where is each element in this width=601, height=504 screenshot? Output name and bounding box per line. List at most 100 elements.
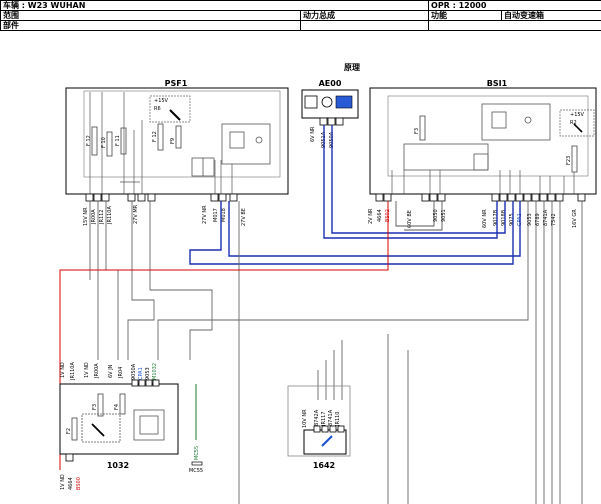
c1642-connector-pins: [313, 425, 345, 433]
wire-label: JR110: [335, 412, 341, 428]
bsi1-label: BSI1: [487, 79, 508, 88]
wire-label: M017: [213, 208, 219, 222]
c1032-connector-labels: 1V ND JR110A 1V ND JR00A 6V JN JR04 9050…: [60, 362, 158, 381]
psf1-fuses: [91, 123, 182, 157]
fuse-label: F 11: [115, 135, 121, 146]
relay-label: R2: [570, 120, 577, 126]
wire-label: CPA1: [138, 367, 144, 380]
c1032-fuse-labels: F2 F3 F4: [66, 404, 120, 434]
component-label: 部件: [0, 20, 301, 31]
grey-wires: [395, 201, 443, 231]
psf1-fuse-labels: F 12 F 10 F 11 F 12 F9: [86, 131, 176, 148]
c1032-fuses: [71, 393, 126, 441]
psf1-relay: +15V R6: [149, 95, 191, 123]
c1642-connector-labels: 10V NR 8742A JR117 8741A JR110: [302, 409, 341, 428]
connector-label: 27V MR: [133, 204, 139, 224]
wire-label: 6789: [535, 213, 541, 226]
psf1-box: [65, 87, 289, 195]
wire-label: 8742A: [314, 409, 320, 426]
component-value: [299, 20, 430, 31]
bsi1-box: [369, 87, 597, 195]
psf1-inner: [83, 90, 281, 178]
wire-label: 9053: [527, 213, 533, 226]
connector-label: 1V ND: [84, 362, 90, 378]
wire-label: M1032: [152, 363, 158, 380]
connector-label: 2V NR: [368, 208, 374, 224]
harness-wires: [89, 201, 583, 504]
function-label: 功能: [428, 10, 503, 21]
ae00-label: AE00: [319, 79, 342, 88]
connector-label: 16V GR: [572, 209, 578, 228]
bsi1-relay: +15V R2: [559, 109, 595, 137]
connector-label: 1V ND: [60, 362, 66, 378]
component-extra: [428, 20, 601, 31]
relay-label: R6: [154, 106, 161, 112]
connector-label: 27V BE: [241, 208, 247, 226]
c1642-frame: [287, 385, 351, 457]
wire-label: 8741A: [543, 209, 549, 226]
psf1-label: PSF1: [165, 79, 188, 88]
vehicle-cell: 车辆 : W23 WUHAN: [0, 0, 430, 11]
ae00-connector-pins: [319, 117, 344, 126]
wire-label: 4664: [377, 209, 383, 222]
c1032-connector-pins: [65, 379, 160, 462]
fuse-label: F3: [92, 404, 98, 410]
connector-label: 60V NR: [482, 209, 488, 228]
wire-label: 9053: [145, 367, 151, 380]
wire-label: BS00: [76, 477, 82, 490]
psf1-connector-pins: [85, 193, 238, 202]
fuse-label: F 10: [101, 137, 107, 148]
connector-label: 60V BE: [407, 210, 413, 228]
c1032-label: 1032: [107, 461, 129, 470]
connector-label: 27V NR: [202, 205, 208, 224]
fuse-label: F 12: [86, 135, 92, 146]
function-value: 自动变速箱: [501, 10, 601, 21]
mc55-ground: [191, 461, 203, 466]
connector-label: 10V NR: [302, 409, 308, 428]
psf1-internal-wires: [89, 92, 233, 194]
c1032-module: [81, 409, 165, 443]
mc55-caption: MC55: [189, 468, 203, 474]
diagram-title: 原理: [344, 63, 360, 72]
gauge-icon: [321, 96, 333, 108]
fuse-label: F4: [114, 404, 120, 410]
bsi1-connector-labels: 2V NR 4664 BS02 60V BE 9050 9051 60V NR …: [368, 208, 578, 228]
opr-cell: OPR : 12000: [428, 0, 601, 11]
wire-label: 1V ND: [60, 474, 66, 490]
wire-label: JR00A: [94, 363, 100, 379]
wire-label: 9051: [441, 209, 447, 222]
connector-label: 6V NR: [310, 126, 316, 142]
fuse-label: F9: [170, 138, 176, 144]
wire-label: JR117: [321, 412, 327, 428]
fuse-label: F 12: [152, 131, 158, 142]
connector-label: 15V NR: [83, 207, 89, 226]
bsi1-connector-pins: [375, 193, 586, 202]
bsi1-fuse-labels: F3 F23: [414, 128, 572, 165]
display-icon: [304, 95, 318, 109]
wire-label: 7542: [551, 213, 557, 226]
bsi1-fuses: [419, 115, 578, 173]
wire-label: JR00A: [91, 209, 97, 225]
wire-label: 9050: [433, 209, 439, 222]
wiring-diagram: 原理 PSF1 F 12 F 10 F 11 F 12 F9 +15V R6: [59, 63, 597, 504]
wire-label: 8741A: [328, 409, 334, 426]
blue-wires: [189, 125, 521, 265]
c1642-switch: [321, 435, 333, 447]
psf1-module: [191, 123, 271, 177]
wire-label: M018: [221, 208, 227, 222]
car-icon: [335, 95, 353, 109]
fuse-label: F2: [66, 428, 72, 434]
relay-label: +15V: [570, 112, 585, 118]
bsi1-module: [403, 103, 551, 171]
c1642-wires: [317, 340, 343, 400]
relay-label: +15V: [154, 98, 169, 104]
wire-label: JR110A: [107, 206, 113, 225]
fuse-label: F3: [414, 128, 420, 134]
scope-value: 动力总成: [299, 10, 430, 21]
ae00-icons: [304, 95, 353, 109]
wire-label: 4664: [68, 477, 74, 490]
c1032-box: [59, 383, 179, 455]
wire-label: 9075: [509, 213, 515, 226]
wire-label: 9050A: [131, 363, 137, 380]
header-table: 车辆 : W23 WUHAN OPR : 12000 范围 动力总成 功能 自动…: [0, 0, 601, 31]
